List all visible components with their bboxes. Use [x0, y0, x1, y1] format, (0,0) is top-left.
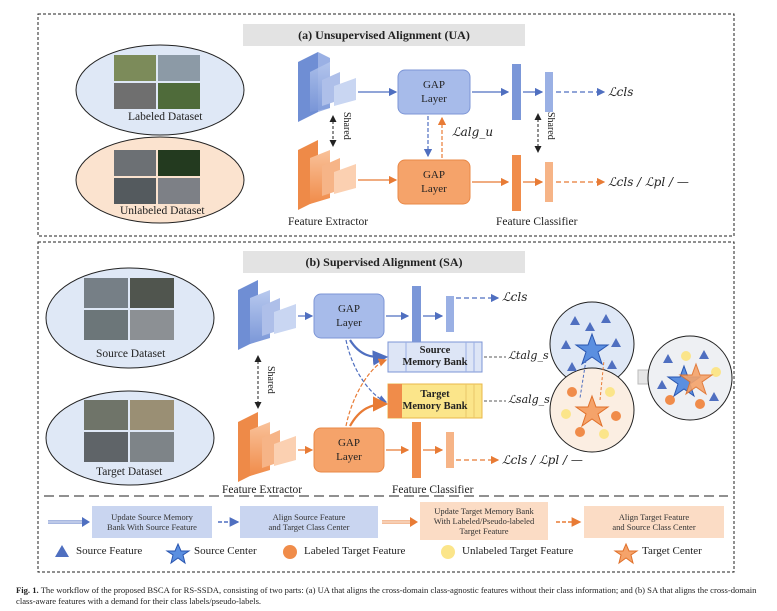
shared-label-a-right: Shared: [545, 112, 556, 140]
source-features: [561, 314, 621, 371]
panel-b-title: (b) Supervised Alignment (SA): [243, 251, 525, 273]
target-center-star: [574, 394, 610, 428]
legend-align-target: Align Target Feature and Source Class Ce…: [612, 512, 696, 532]
legend-unlabeled-target-icon: [441, 545, 455, 559]
panel-a-border: [37, 13, 735, 237]
gap-layer-b-top-label: GAP Layer: [336, 303, 362, 329]
feature-extractor-orange-a: [298, 140, 356, 210]
legend-align-source: Align Source Feature and Target Class Ce…: [268, 512, 350, 532]
gap-layer-a-bottom-label: GAP Layer: [421, 169, 447, 195]
legend-update-source: Update Source Memory Bank With Source Fe…: [107, 512, 197, 532]
gap-layer-a-top: [397, 69, 471, 115]
source-dataset-label: Source Dataset: [96, 348, 166, 360]
feature-extractor-a-label: Feature Extractor: [288, 216, 369, 228]
target-memory-bank-label: Target Memory Bank: [402, 389, 468, 412]
legend-target-center-icon: [613, 542, 639, 565]
legend-source-feature-icon: [55, 545, 69, 557]
labeled-dataset-label: Labeled Dataset: [128, 111, 203, 123]
loss-cls-pl-b: ℒcls / ℒpl / —: [502, 453, 583, 467]
target-features: [561, 387, 621, 439]
feature-extractor-orange-b: [238, 412, 296, 482]
feature-extractor-blue-b: [238, 280, 296, 350]
legend-labeled-target-feature: Labeled Target Feature: [304, 545, 406, 557]
feature-classifier-b-label: Feature Classifier: [392, 484, 474, 496]
loss-alg-s-s: ℒsalg_s: [508, 393, 550, 406]
loss-cls-a: ℒcls: [608, 85, 634, 99]
shared-label-a-left: Shared: [341, 112, 352, 140]
thumb: [114, 55, 156, 81]
loss-cls-b: ℒcls: [502, 290, 528, 304]
legend-source-center: Source Center: [194, 545, 257, 557]
gap-layer-a-top-label: GAP Layer: [421, 79, 447, 105]
loss-alg-s-t: ℒtalg_s: [508, 349, 549, 362]
legend-labeled-target-icon: [283, 545, 297, 559]
loss-alg-u: ℒalg_u: [452, 125, 494, 139]
figure-caption: Fig. 1. The workflow of the proposed BSC…: [16, 585, 761, 607]
panel-a-title: (a) Unsupervised Alignment (UA): [243, 24, 525, 46]
legend-source-center-icon: [165, 542, 191, 565]
gap-layer-b-bottom-label: GAP Layer: [336, 437, 362, 463]
legend-source-feature: Source Feature: [76, 545, 143, 557]
target-memory-bank: [387, 383, 483, 419]
source-memory-bank-label: Source Memory Bank: [402, 345, 468, 368]
gap-layer-b-bottom: [313, 427, 385, 473]
loss-cls-pl-a: ℒcls / ℒpl / —: [608, 175, 689, 189]
feature-classifier-a-label: Feature Classifier: [496, 216, 578, 228]
target-dataset-label: Target Dataset: [96, 466, 163, 478]
caption-text: The workflow of the proposed BSCA for RS…: [16, 585, 757, 606]
feature-extractor-blue-a: [298, 52, 356, 122]
panel-b-border: [37, 241, 735, 573]
feature-extractor-b-label: Feature Extractor: [222, 484, 303, 496]
caption-prefix: Fig. 1.: [16, 585, 39, 595]
source-center-star: [574, 332, 610, 366]
source-memory-bank: [387, 341, 483, 373]
legend-target-center: Target Center: [642, 545, 702, 557]
unlabeled-dataset-label: Unlabeled Dataset: [120, 205, 205, 217]
shared-label-b: Shared: [265, 366, 276, 394]
gap-layer-b-top: [313, 293, 385, 339]
classifier-bar: [512, 64, 521, 120]
legend-update-target: Update Target Memory Bank With Labeled/P…: [433, 506, 535, 536]
gap-layer-a-bottom: [397, 159, 471, 205]
legend-unlabeled-target-feature: Unlabeled Target Feature: [462, 545, 574, 557]
